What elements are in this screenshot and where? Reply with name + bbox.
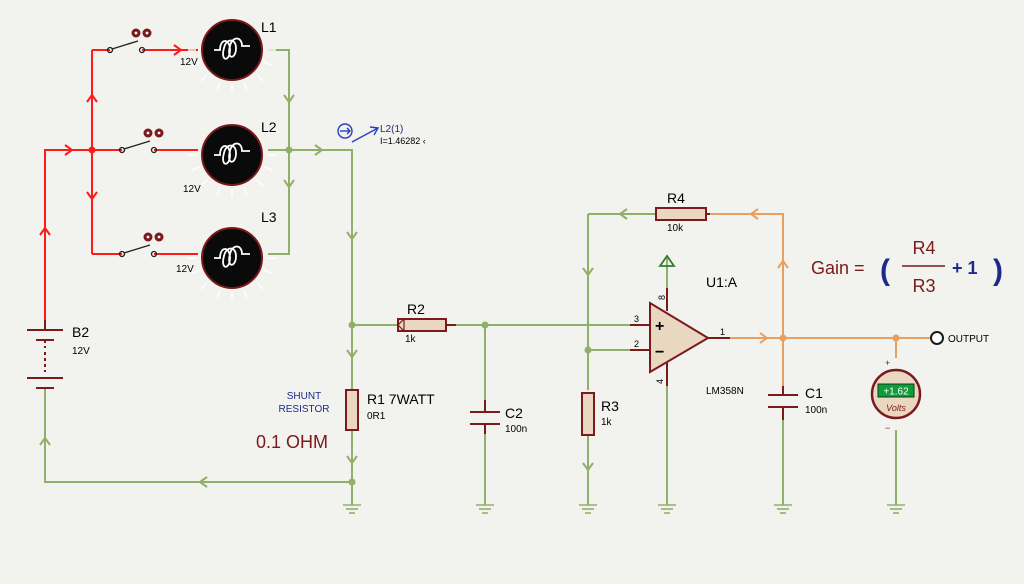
opamp-pin4: 4 [655,379,665,384]
switch-icon[interactable] [118,231,165,258]
voltmeter-minus: − [885,423,890,433]
switch-icon[interactable] [118,127,165,154]
opamp-minus: − [655,344,664,361]
shunt-label-line2: RESISTOR [279,404,330,415]
battery-ref: B2 [72,324,89,340]
resistor-r3[interactable] [581,392,595,436]
lamp-ref-l2: L2 [261,119,277,135]
ground-icon [342,504,362,514]
battery-value: 12V [72,346,90,357]
feedback-wires [708,213,930,386]
resistor-r1[interactable] [345,389,359,431]
shunt-ref: R1 7WATT [367,391,435,407]
ground-icon [886,504,906,514]
shunt-value: 0R1 [367,411,386,422]
gain-open-paren: ( [880,254,890,287]
arrow-icon [397,317,405,333]
ground-icon [475,504,495,514]
switch-icon[interactable] [106,27,153,54]
r2-ref: R2 [407,301,425,317]
signal-wires [44,49,897,505]
opamp-icon[interactable] [630,288,730,386]
voltmeter-icon[interactable] [870,368,922,420]
c1-value: 100n [805,405,827,416]
resistor-r4[interactable] [655,207,707,221]
opamp-plus: + [655,318,664,335]
probe-icon[interactable] [337,123,380,143]
junction-dot [88,146,96,154]
gain-plus-one: + 1 [952,258,978,278]
lamp-ref-l1: L1 [261,19,277,35]
capacitor-c2[interactable] [470,400,500,434]
ground-icon [657,504,677,514]
r3-ref: R3 [601,398,619,414]
gain-denominator: R3 [912,276,935,296]
voltmeter-reading: +1.62 [883,387,909,398]
vcc-arrow-icon [658,254,676,288]
lamp-value-l1: 12V [180,57,198,68]
lamp-icon [187,227,277,301]
output-label: OUTPUT [948,334,989,345]
probe-reading: I=1.46282 ‹ [380,136,426,146]
capacitor-c1[interactable] [768,386,798,420]
shunt-note: 0.1 OHM [256,432,328,452]
supply-arrows [39,44,183,236]
c2-ref: C2 [505,405,523,421]
c2-value: 100n [505,424,527,435]
lamp-icon [187,124,277,198]
opamp-part: LM358N [706,386,744,397]
gain-formula: Gain = ( R4 R3 + 1 ) [811,238,1003,296]
junction-dot [892,334,900,342]
junction-dot [779,334,787,342]
voltmeter-units: Volts [886,403,906,413]
opamp-pin2: 2 [634,339,639,349]
lamp-value-l3: 12V [176,264,194,275]
probe-ref: L2(1) [380,124,403,135]
r4-value: 10k [667,223,684,234]
feedback-arrows [749,208,789,344]
resistor-r2[interactable] [397,318,447,332]
output-terminal-icon[interactable] [930,331,944,345]
opamp-pin1: 1 [720,327,725,337]
ground-icon [773,504,793,514]
battery-icon [27,320,63,389]
opamp-pin3: 3 [634,314,639,324]
lamp-value-l2: 12V [183,184,201,195]
ground-icon [578,504,598,514]
voltmeter-plus: + [885,358,890,368]
supply-wires [44,49,198,320]
lamp-ref-l3: L3 [261,209,277,225]
r3-value: 1k [601,417,613,428]
gain-numerator: R4 [912,238,935,258]
r4-ref: R4 [667,190,685,206]
r2-value: 1k [405,334,417,345]
gain-close-paren: ) [993,254,1003,287]
shunt-label-line1: SHUNT [287,391,321,402]
opamp-pin8: 8 [657,295,667,300]
c1-ref: C1 [805,385,823,401]
gain-lhs: Gain = [811,258,865,278]
junction-dots [285,146,592,486]
signal-arrows [39,94,628,488]
opamp-ref: U1:A [706,274,738,290]
